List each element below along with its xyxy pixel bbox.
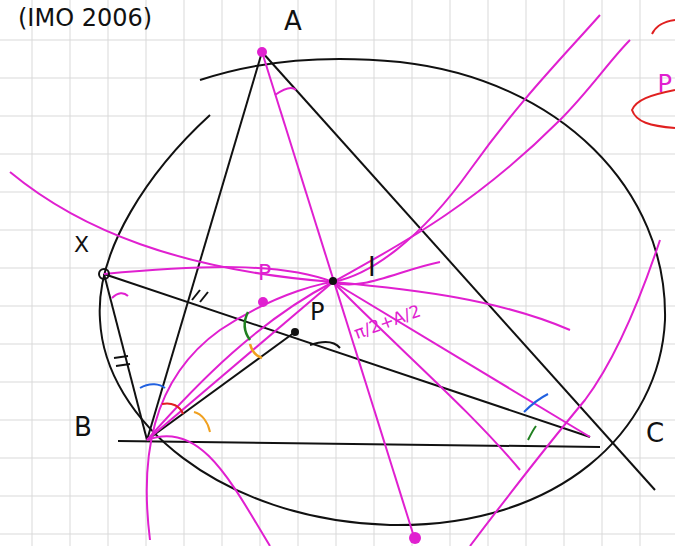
pink-point bbox=[258, 297, 268, 307]
angle-mark bbox=[194, 412, 210, 432]
point-label: P bbox=[658, 72, 672, 96]
point-label: P bbox=[310, 300, 324, 324]
angle-mark bbox=[250, 344, 262, 358]
point-label: A bbox=[284, 8, 302, 34]
angle-mark bbox=[524, 394, 548, 412]
point-label: B bbox=[74, 414, 92, 440]
pink-construction bbox=[10, 15, 660, 546]
angle-mark bbox=[528, 426, 536, 440]
pink-point bbox=[257, 47, 267, 57]
angle-mark bbox=[140, 384, 165, 388]
incenter-point bbox=[329, 277, 337, 285]
bracket bbox=[632, 20, 675, 128]
point-label: P bbox=[258, 262, 271, 284]
point-label: (IMO 2006) bbox=[18, 6, 152, 30]
point-label: I bbox=[368, 254, 376, 280]
point bbox=[291, 328, 299, 336]
pink-point bbox=[409, 532, 421, 544]
point-label: C bbox=[646, 420, 664, 446]
angle-mark bbox=[245, 312, 250, 340]
circumcircle bbox=[100, 59, 665, 525]
angle-mark bbox=[162, 403, 183, 414]
point bbox=[99, 269, 109, 279]
tick-marks bbox=[114, 290, 208, 366]
point-label: X bbox=[74, 234, 89, 256]
